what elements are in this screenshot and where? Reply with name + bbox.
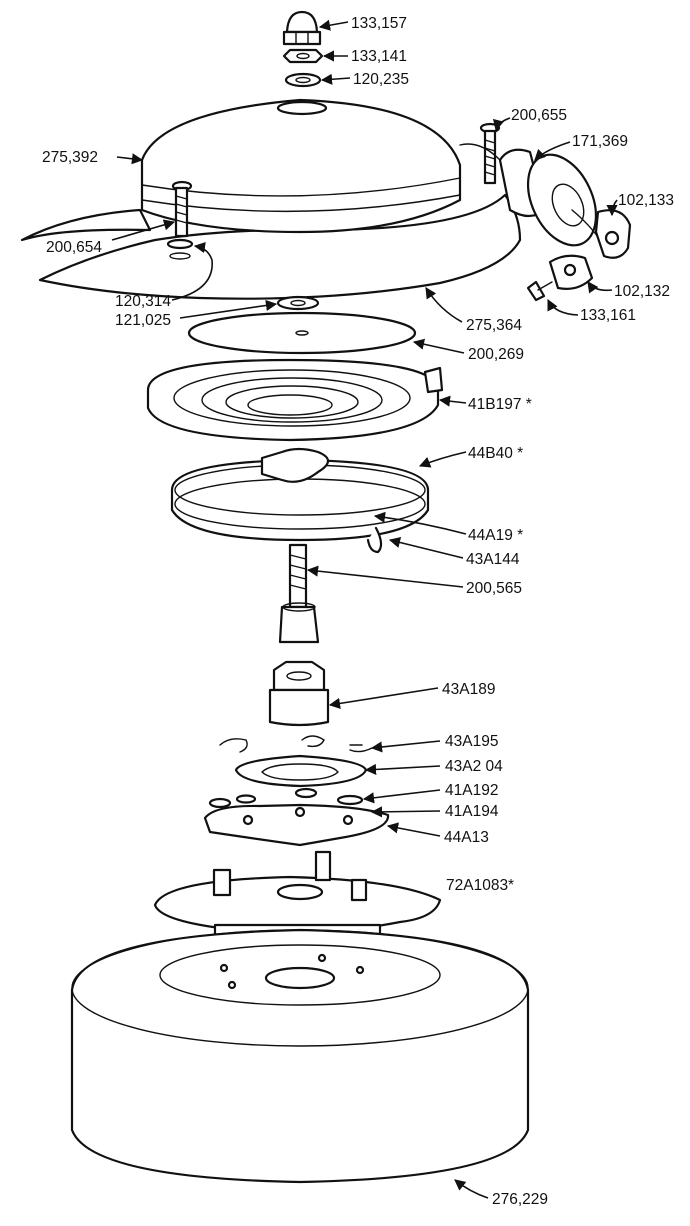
label-276229: 276,229 — [492, 1191, 548, 1208]
label-43A204: 43A2 04 — [445, 758, 503, 775]
rope-clip-102132 — [548, 254, 594, 290]
label-102132: 102,132 — [614, 283, 670, 300]
magneto-plate-72A1083 — [153, 850, 442, 944]
label-171369: 171,369 — [572, 133, 628, 150]
starter-handle-171369 — [459, 143, 601, 247]
breaker-plate-44A13 — [203, 803, 390, 847]
label-121025: 121,025 — [115, 312, 171, 329]
label-133141: 133,141 — [351, 48, 407, 65]
label-44A13: 44A13 — [444, 829, 489, 846]
rope-clip-102133 — [594, 209, 632, 259]
label-44A19: 44A19 * — [468, 527, 523, 544]
label-133157: 133,157 — [351, 15, 407, 32]
label-200269: 200,269 — [468, 346, 524, 363]
cover-dome-275392 — [140, 98, 462, 234]
plate-200269 — [187, 311, 417, 355]
label-41A192: 41A192 — [445, 782, 498, 799]
label-43A189: 43A189 — [442, 681, 495, 698]
pulley-44B40 — [170, 447, 430, 554]
label-275392: 275,392 — [42, 149, 98, 166]
gasket-43A204 — [234, 754, 368, 788]
bolt-200565 — [278, 543, 320, 644]
label-43A195: 43A195 — [445, 733, 498, 750]
label-120314: 120,314 — [115, 293, 171, 310]
label-200565: 200,565 — [466, 580, 522, 597]
label-43A144: 43A144 — [466, 551, 520, 568]
label-41B197: 41B197 * — [468, 396, 532, 413]
clip-parts-43A195 — [219, 735, 373, 753]
screw-133161 — [526, 280, 553, 302]
recoil-spring-41B197 — [146, 358, 444, 442]
label-72A1083: 72A1083* — [446, 877, 514, 894]
label-120235: 120,235 — [353, 71, 409, 88]
label-41A194: 41A194 — [445, 803, 499, 820]
label-44B40: 44B40 * — [468, 445, 523, 462]
washer-top — [284, 72, 322, 88]
hex-drive-43A189 — [268, 660, 330, 727]
label-102133: 102,133 — [618, 192, 674, 209]
flywheel-276229 — [70, 928, 530, 1184]
screw-200655 — [479, 122, 501, 185]
label-275364: 275,364 — [466, 317, 522, 334]
label-133161: 133,161 — [580, 307, 636, 324]
screw-200654 — [166, 180, 194, 260]
label-200655: 200,655 — [511, 107, 567, 124]
acorn-nut — [282, 10, 322, 46]
label-200654: 200,654 — [46, 239, 102, 256]
leader-lines — [111, 19, 618, 1199]
hex-nut-small — [282, 48, 324, 64]
washer-121025 — [276, 295, 320, 311]
washers-41A192 — [208, 787, 364, 809]
